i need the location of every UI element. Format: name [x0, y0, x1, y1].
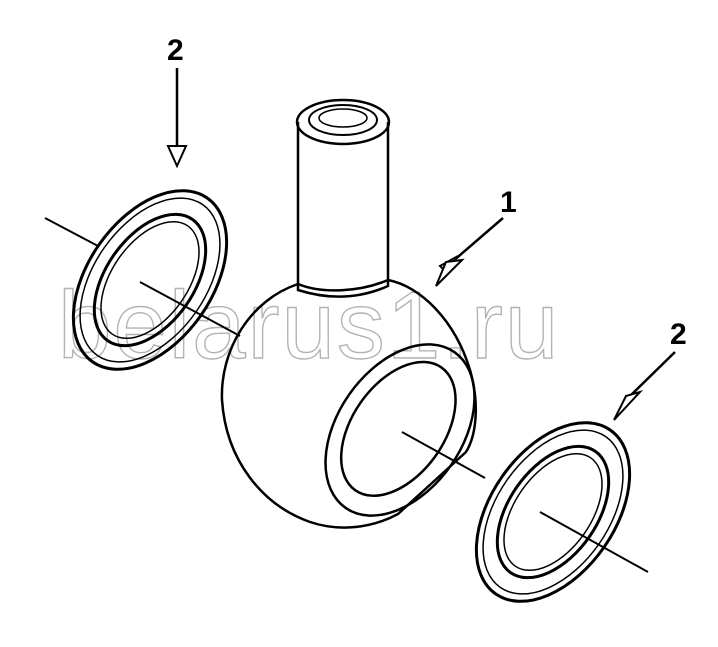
axis-line-center [401, 431, 486, 479]
leader-arrow-right [613, 351, 676, 421]
banjo-fitting [220, 98, 478, 529]
washer-left [71, 189, 229, 371]
leader-arrow-left [166, 68, 188, 169]
watermark-text: belarus1.ru [58, 272, 560, 379]
axis-line-left [44, 217, 241, 337]
axis-line-right [539, 511, 649, 573]
callout-label-1: 1 [500, 186, 517, 219]
callout-label-2-right: 2 [670, 318, 687, 351]
leader-arrow-1 [435, 217, 504, 287]
washer-right [474, 421, 632, 603]
callout-label-2-left: 2 [167, 34, 184, 67]
